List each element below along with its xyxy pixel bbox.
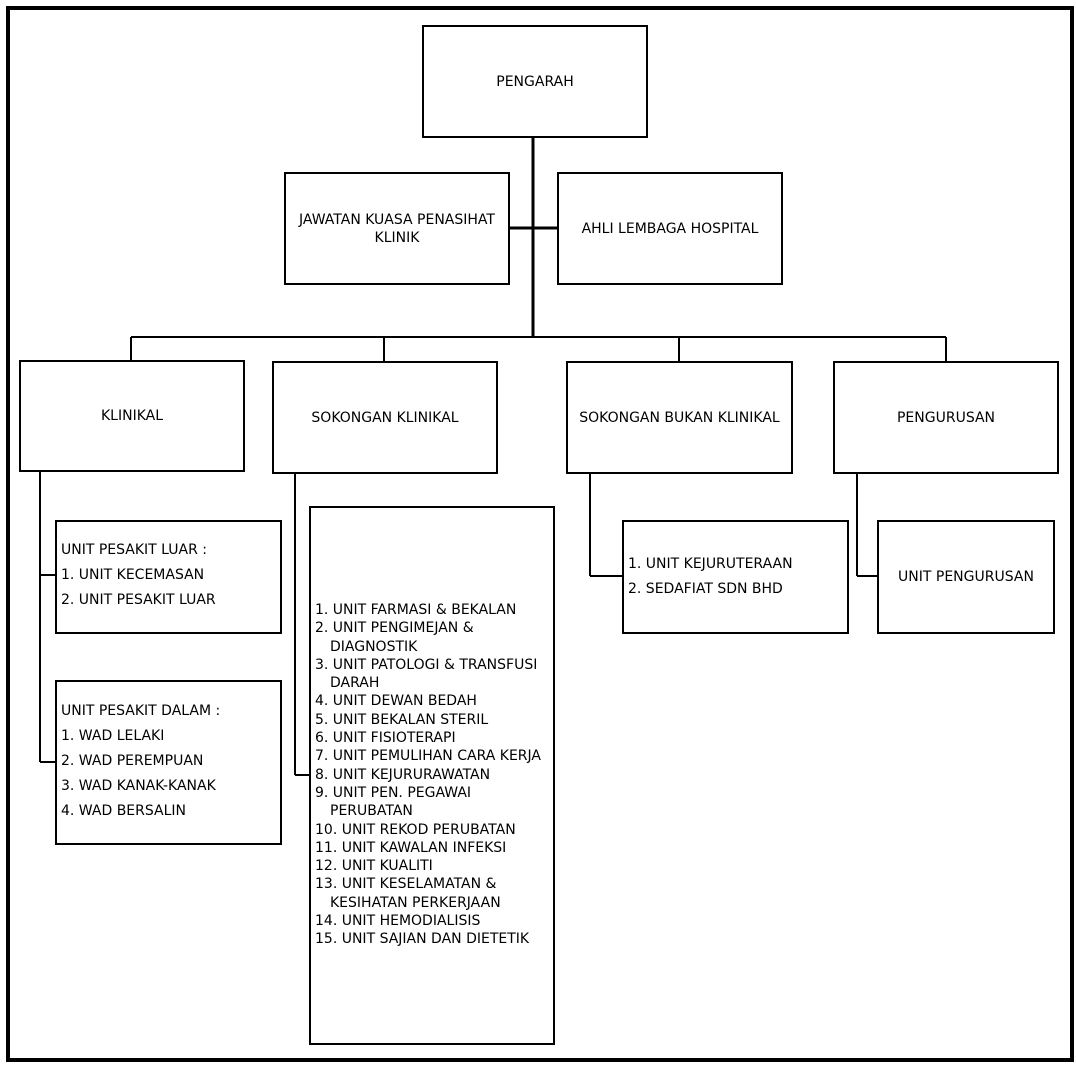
list-item-continuation: DARAH <box>330 675 380 692</box>
dept-klinikal-label: KLINIKAL <box>100 408 164 424</box>
list-item: 12. UNIT KUALITI <box>315 858 433 875</box>
list-item: 11. UNIT KAWALAN INFEKSI <box>315 839 507 856</box>
list-item: 1. UNIT KECEMASAN <box>61 567 205 583</box>
list-item: 15. UNIT SAJIAN DAN DIETETIK <box>315 931 530 948</box>
list-item: 5. UNIT BEKALAN STERIL <box>315 711 489 728</box>
list-item: 8. UNIT KEJURURAWATAN <box>315 766 491 783</box>
jawatan-kuasa-box: JAWATAN KUASA PENASIHAT KLINIK <box>284 172 510 285</box>
sokongan-bukan-klinikal-units-box: 1. UNIT KEJURUTERAAN 2. SEDAFIAT SDN BHD <box>622 520 849 634</box>
dept-klinikal-box: KLINIKAL <box>19 360 245 472</box>
list-item: 14. UNIT HEMODIALISIS <box>315 913 481 930</box>
unit-pesakit-dalam-heading: UNIT PESAKIT DALAM : <box>61 703 221 719</box>
sokongan-klinikal-units-box: 1. UNIT FARMASI & BEKALAN 2. UNIT PENGIM… <box>309 506 555 1045</box>
list-item: UNIT PENGURUSAN <box>898 569 1034 585</box>
list-item: 2. UNIT PESAKIT LUAR <box>61 592 216 608</box>
list-item: 3. WAD KANAK-KANAK <box>61 778 216 794</box>
list-item: 6. UNIT FISIOTERAPI <box>315 730 456 747</box>
list-item: 2. UNIT PENGIMEJAN & <box>315 620 474 637</box>
list-item: 13. UNIT KESELAMATAN & <box>315 876 497 893</box>
pengurusan-units-box: UNIT PENGURUSAN <box>877 520 1055 634</box>
list-item: 3. UNIT PATOLOGI & TRANSFUSI <box>315 656 538 673</box>
list-item-continuation: KESIHATAN PERKERJAAN <box>330 894 501 911</box>
list-item: 1. WAD LELAKI <box>61 728 165 744</box>
list-item: 7. UNIT PEMULIHAN CARA KERJA <box>315 748 541 765</box>
jawatan-kuasa-label-line1: JAWATAN KUASA PENASIHAT <box>299 211 495 228</box>
dept-pengurusan-box: PENGURUSAN <box>833 361 1059 474</box>
dept-sokongan-bukan-klinikal-label: SOKONGAN BUKAN KLINIKAL <box>579 409 780 426</box>
dept-pengurusan-label: PENGURUSAN <box>896 409 996 426</box>
jawatan-kuasa-label-line2: KLINIK <box>374 229 420 246</box>
pengarah-box: PENGARAH <box>422 25 648 138</box>
list-item: 4. WAD BERSALIN <box>61 803 186 819</box>
dept-sokongan-klinikal-label: SOKONGAN KLINIKAL <box>311 409 459 426</box>
dept-sokongan-klinikal-box: SOKONGAN KLINIKAL <box>272 361 498 474</box>
list-item: 4. UNIT DEWAN BEDAH <box>315 693 477 710</box>
list-item: 9. UNIT PEN. PEGAWAI <box>315 784 472 801</box>
pengarah-label: PENGARAH <box>496 73 574 90</box>
dept-sokongan-bukan-klinikal-box: SOKONGAN BUKAN KLINIKAL <box>566 361 793 474</box>
list-item-continuation: DIAGNOSTIK <box>330 638 418 655</box>
list-item: 2. WAD PEREMPUAN <box>61 753 204 769</box>
ahli-lembaga-box: AHLI LEMBAGA HOSPITAL <box>557 172 783 285</box>
unit-pesakit-dalam-box: UNIT PESAKIT DALAM : 1. WAD LELAKI 2. WA… <box>55 680 282 845</box>
list-item: 10. UNIT REKOD PERUBATAN <box>315 821 516 838</box>
list-item: 1. UNIT FARMASI & BEKALAN <box>315 602 517 618</box>
unit-pesakit-luar-box: UNIT PESAKIT LUAR : 1. UNIT KECEMASAN 2.… <box>55 520 282 634</box>
list-item: 1. UNIT KEJURUTERAAN <box>628 556 793 572</box>
list-item: 2. SEDAFIAT SDN BHD <box>628 581 783 597</box>
unit-pesakit-luar-heading: UNIT PESAKIT LUAR : <box>61 542 207 558</box>
list-item-continuation: PERUBATAN <box>330 803 413 820</box>
ahli-lembaga-label: AHLI LEMBAGA HOSPITAL <box>581 220 759 237</box>
